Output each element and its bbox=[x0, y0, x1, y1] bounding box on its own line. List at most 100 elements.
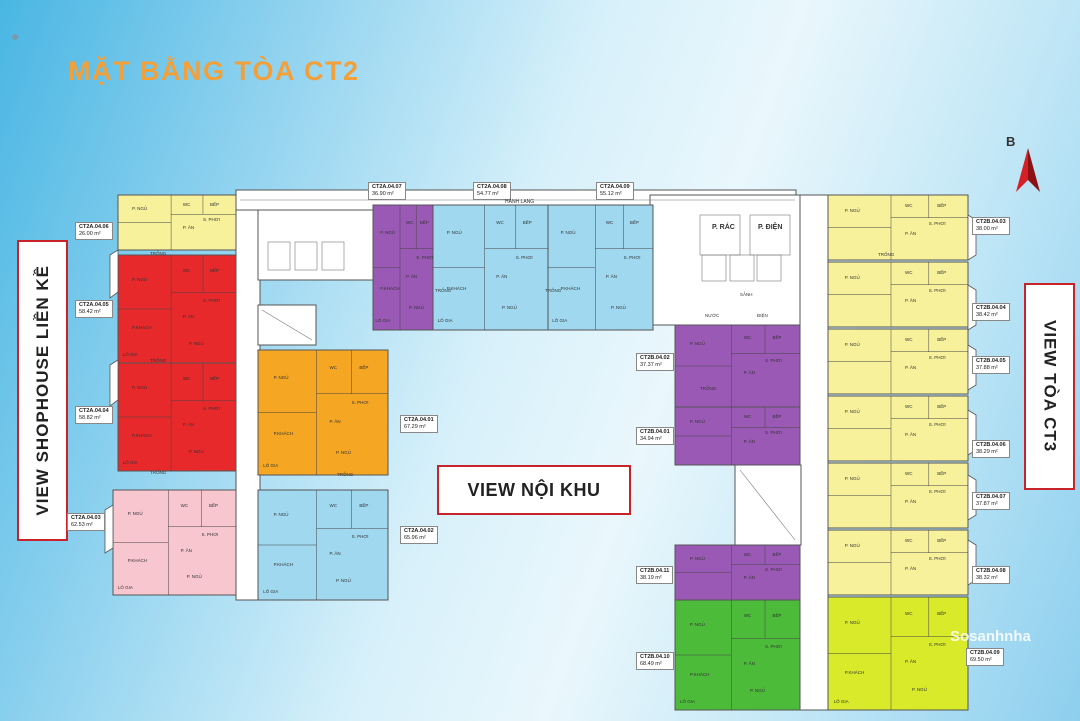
well-label-5: TRỐNG bbox=[700, 386, 717, 391]
room-kitchen: BẾP bbox=[629, 220, 639, 225]
room-kitchen: BẾP bbox=[208, 502, 218, 508]
room-kitchen: BẾP bbox=[937, 470, 947, 476]
room-wash: S. PHƠI bbox=[928, 556, 946, 561]
unit-code: CT2B.04.07 bbox=[976, 494, 1006, 500]
unit-code: CT2B.04.01 bbox=[640, 429, 670, 435]
room-loggia: LÔ GIA bbox=[680, 699, 696, 704]
room-loggia: LÔ GIA bbox=[122, 352, 138, 358]
view-internal-box: VIEW NỘI KHU bbox=[437, 465, 631, 515]
room-living: P.KHÁCH bbox=[380, 286, 400, 292]
room-bedroom: P. NGỦ bbox=[844, 409, 860, 414]
room-dining: P. ĂN bbox=[743, 438, 755, 444]
unit-code: CT2B.04.03 bbox=[976, 219, 1006, 225]
unit-area: 38.42 m² bbox=[976, 312, 998, 318]
room-dining: P. ĂN bbox=[182, 422, 195, 428]
room-wash: S. PHƠI bbox=[202, 406, 220, 412]
room-kitchen: BẾP bbox=[937, 537, 947, 543]
unit-code: CT2A.04.01 bbox=[404, 417, 434, 423]
room-bedroom-2: P. NGỦ bbox=[912, 687, 927, 693]
well-label-2: TRỐNG bbox=[150, 358, 167, 363]
room-bedroom: P. NGỦ bbox=[132, 276, 148, 282]
room-dining: P. ĂN bbox=[406, 273, 418, 279]
room-loggia: LÔ GIA bbox=[833, 698, 849, 704]
room-dining: P. ĂN bbox=[905, 659, 917, 665]
unit-area: 62.53 m² bbox=[71, 522, 93, 528]
unit-code: CT2A.04.08 bbox=[477, 184, 507, 190]
room-wc: WC bbox=[905, 470, 913, 476]
unit-area: 37.88 m² bbox=[976, 365, 998, 371]
room-dining: P. ĂN bbox=[180, 547, 192, 553]
room-kitchen: BẾP bbox=[359, 365, 369, 370]
room-kitchen: BẾP bbox=[772, 334, 782, 340]
room-loggia: LÔ GIA bbox=[263, 589, 279, 594]
lobby-label: SẢNH bbox=[740, 292, 753, 297]
room-dining: P. ĂN bbox=[743, 575, 755, 581]
room-wc: WC bbox=[182, 375, 191, 381]
elec-room-label: ĐIỆN bbox=[757, 313, 768, 318]
core-left bbox=[257, 209, 374, 281]
view-internal-text: VIEW NỘI KHU bbox=[467, 479, 601, 500]
room-wc: WC bbox=[743, 551, 752, 557]
water-room-label: NƯỚC bbox=[705, 313, 720, 318]
room-bedroom-2: P. NGỦ bbox=[611, 305, 626, 310]
room-bedroom: P. NGỦ bbox=[690, 341, 705, 347]
unit-area: 38.00 m² bbox=[976, 226, 998, 232]
corner-dot bbox=[12, 34, 18, 40]
room-dining: P. ĂN bbox=[605, 273, 617, 279]
room-dining: P. ĂN bbox=[743, 370, 755, 376]
page-title: MẶT BẰNG TÒA CT2 bbox=[68, 56, 360, 86]
view-ct3-box: VIEW TÒA CT3 bbox=[1024, 283, 1075, 490]
room-loggia: LÔ GIA bbox=[122, 460, 138, 466]
room-wc: WC bbox=[743, 613, 752, 619]
view-ct3-text: VIEW TÒA CT3 bbox=[1040, 320, 1060, 453]
room-living: P.KHÁCH bbox=[446, 286, 467, 292]
room-dining: P. ĂN bbox=[182, 225, 195, 231]
room-bedroom-2: P. NGỦ bbox=[336, 450, 351, 455]
unit-code: CT2B.04.11 bbox=[640, 568, 670, 574]
room-bedroom-2: P. NGỦ bbox=[188, 449, 204, 455]
room-wc: WC bbox=[329, 365, 338, 370]
room-bedroom-2: P. NGỦ bbox=[502, 305, 517, 310]
room-kitchen: BẾP bbox=[772, 413, 782, 419]
well-label-7: TRỐNG bbox=[435, 288, 452, 293]
room-loggia: LÔ GIA bbox=[437, 317, 453, 323]
room-bedroom: P. NGỦ bbox=[132, 206, 148, 211]
view-shophouse-box: VIEW SHOPHOUSE LIỀN KỀ bbox=[17, 240, 68, 541]
unit-area: 37.87 m² bbox=[976, 501, 998, 507]
unit-area: 38.29 m² bbox=[976, 449, 998, 455]
room-loggia: LÔ GIA bbox=[117, 584, 133, 590]
corridor-right bbox=[799, 194, 829, 711]
room-kitchen: BẾP bbox=[937, 269, 947, 275]
room-wc: WC bbox=[905, 269, 913, 275]
room-wash: S. PHƠI bbox=[928, 355, 946, 360]
unit-area: 67.29 m² bbox=[404, 424, 426, 430]
room-wash: S. PHƠI bbox=[351, 400, 369, 405]
room-wc: WC bbox=[182, 267, 191, 273]
room-living: P.KHÁCH bbox=[560, 286, 581, 292]
unit-area: 58.82 m² bbox=[79, 415, 101, 421]
room-loggia: LÔ GIA bbox=[552, 317, 568, 323]
unit-area: 36.90 m² bbox=[372, 191, 394, 197]
unit-code: CT2B.04.10 bbox=[640, 654, 670, 660]
stair-left bbox=[257, 304, 317, 346]
room-wc: WC bbox=[905, 202, 913, 208]
room-loggia: LÔ GIA bbox=[375, 317, 391, 323]
electric-room-label: P. ĐIỆN bbox=[758, 224, 783, 231]
room-living: P.KHÁCH bbox=[132, 433, 152, 439]
room-kitchen: BẾP bbox=[937, 202, 947, 208]
room-kitchen: BẾP bbox=[210, 201, 220, 207]
room-kitchen: BẾP bbox=[772, 613, 782, 619]
room-bedroom: P. NGỦ bbox=[844, 208, 860, 213]
room-living: P.KHÁCH bbox=[127, 558, 148, 564]
room-wash: S. PHƠI bbox=[928, 221, 946, 226]
room-bedroom: P. NGỦ bbox=[560, 230, 576, 235]
room-bedroom: P. NGỦ bbox=[132, 384, 148, 390]
room-wash: S. PHƠI bbox=[416, 255, 434, 260]
room-kitchen: BẾP bbox=[937, 610, 947, 616]
